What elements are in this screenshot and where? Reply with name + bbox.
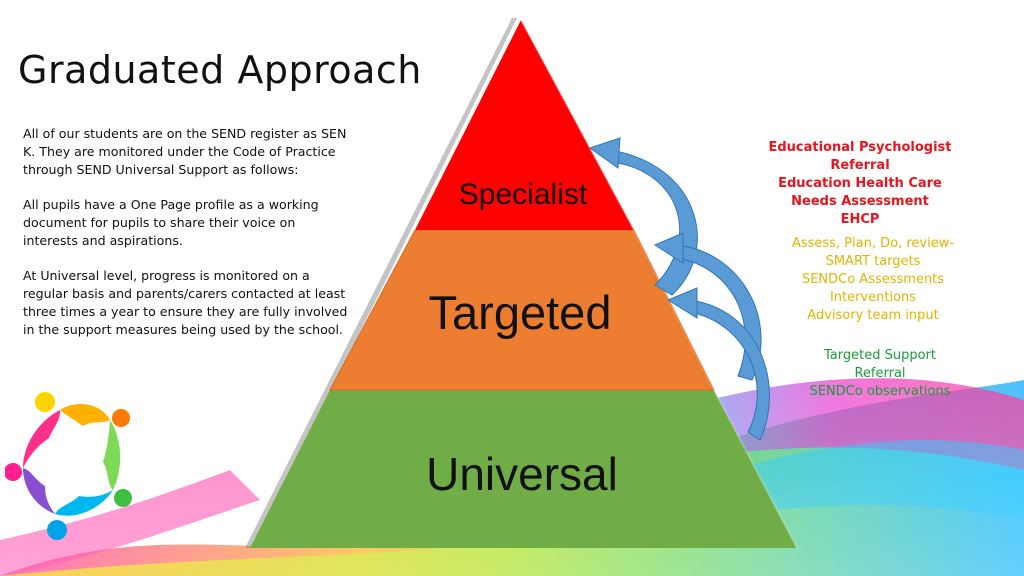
people-circle-logo-icon: [5, 392, 132, 540]
tier-universal-shape: [250, 390, 797, 548]
universal-note-line: SENDCo observations: [809, 384, 951, 399]
specialist-note-line: Education Health Care: [778, 176, 942, 191]
tier-targeted-label: Targeted: [428, 286, 612, 339]
targeted-note-line: SENDCo Assessments: [801, 272, 945, 287]
universal-notes: Targeted Support Referral SENDCo observa…: [790, 347, 970, 401]
targeted-note-line: Advisory team input: [807, 308, 939, 323]
paragraph-register: All of our students are on the SEND regi…: [23, 126, 347, 177]
pyramid-side-face: [245, 18, 517, 548]
tier-specialist-label: Specialist: [458, 178, 588, 211]
tier-universal-label: Universal: [426, 448, 618, 500]
specialist-note-line: Referral: [830, 158, 890, 173]
body-text: All of our students are on the SEND regi…: [23, 125, 353, 356]
specialist-note-line: EHCP: [840, 212, 880, 227]
targeted-note-line: Assess, Plan, Do, review-: [791, 236, 955, 251]
paragraph-universal: At Universal level, progress is monitore…: [23, 268, 348, 337]
slide-title: Graduated Approach: [18, 48, 422, 92]
universal-note-line: Referral: [854, 366, 906, 381]
tier-specialist-shape: [415, 20, 634, 230]
universal-note-line: Targeted Support: [824, 348, 936, 363]
specialist-notes: Educational Psychologist Referral Educat…: [760, 139, 960, 229]
specialist-note-line: Educational Psychologist: [768, 140, 952, 155]
targeted-note-line: SMART targets: [825, 254, 921, 269]
targeted-note-line: Interventions: [829, 290, 917, 305]
arrow-universal-lower: [666, 287, 770, 441]
paragraph-profile: All pupils have a One Page profile as a …: [23, 197, 319, 248]
specialist-note-line: Needs Assessment: [791, 194, 929, 209]
targeted-notes: Assess, Plan, Do, review- SMART targets …: [775, 235, 971, 325]
